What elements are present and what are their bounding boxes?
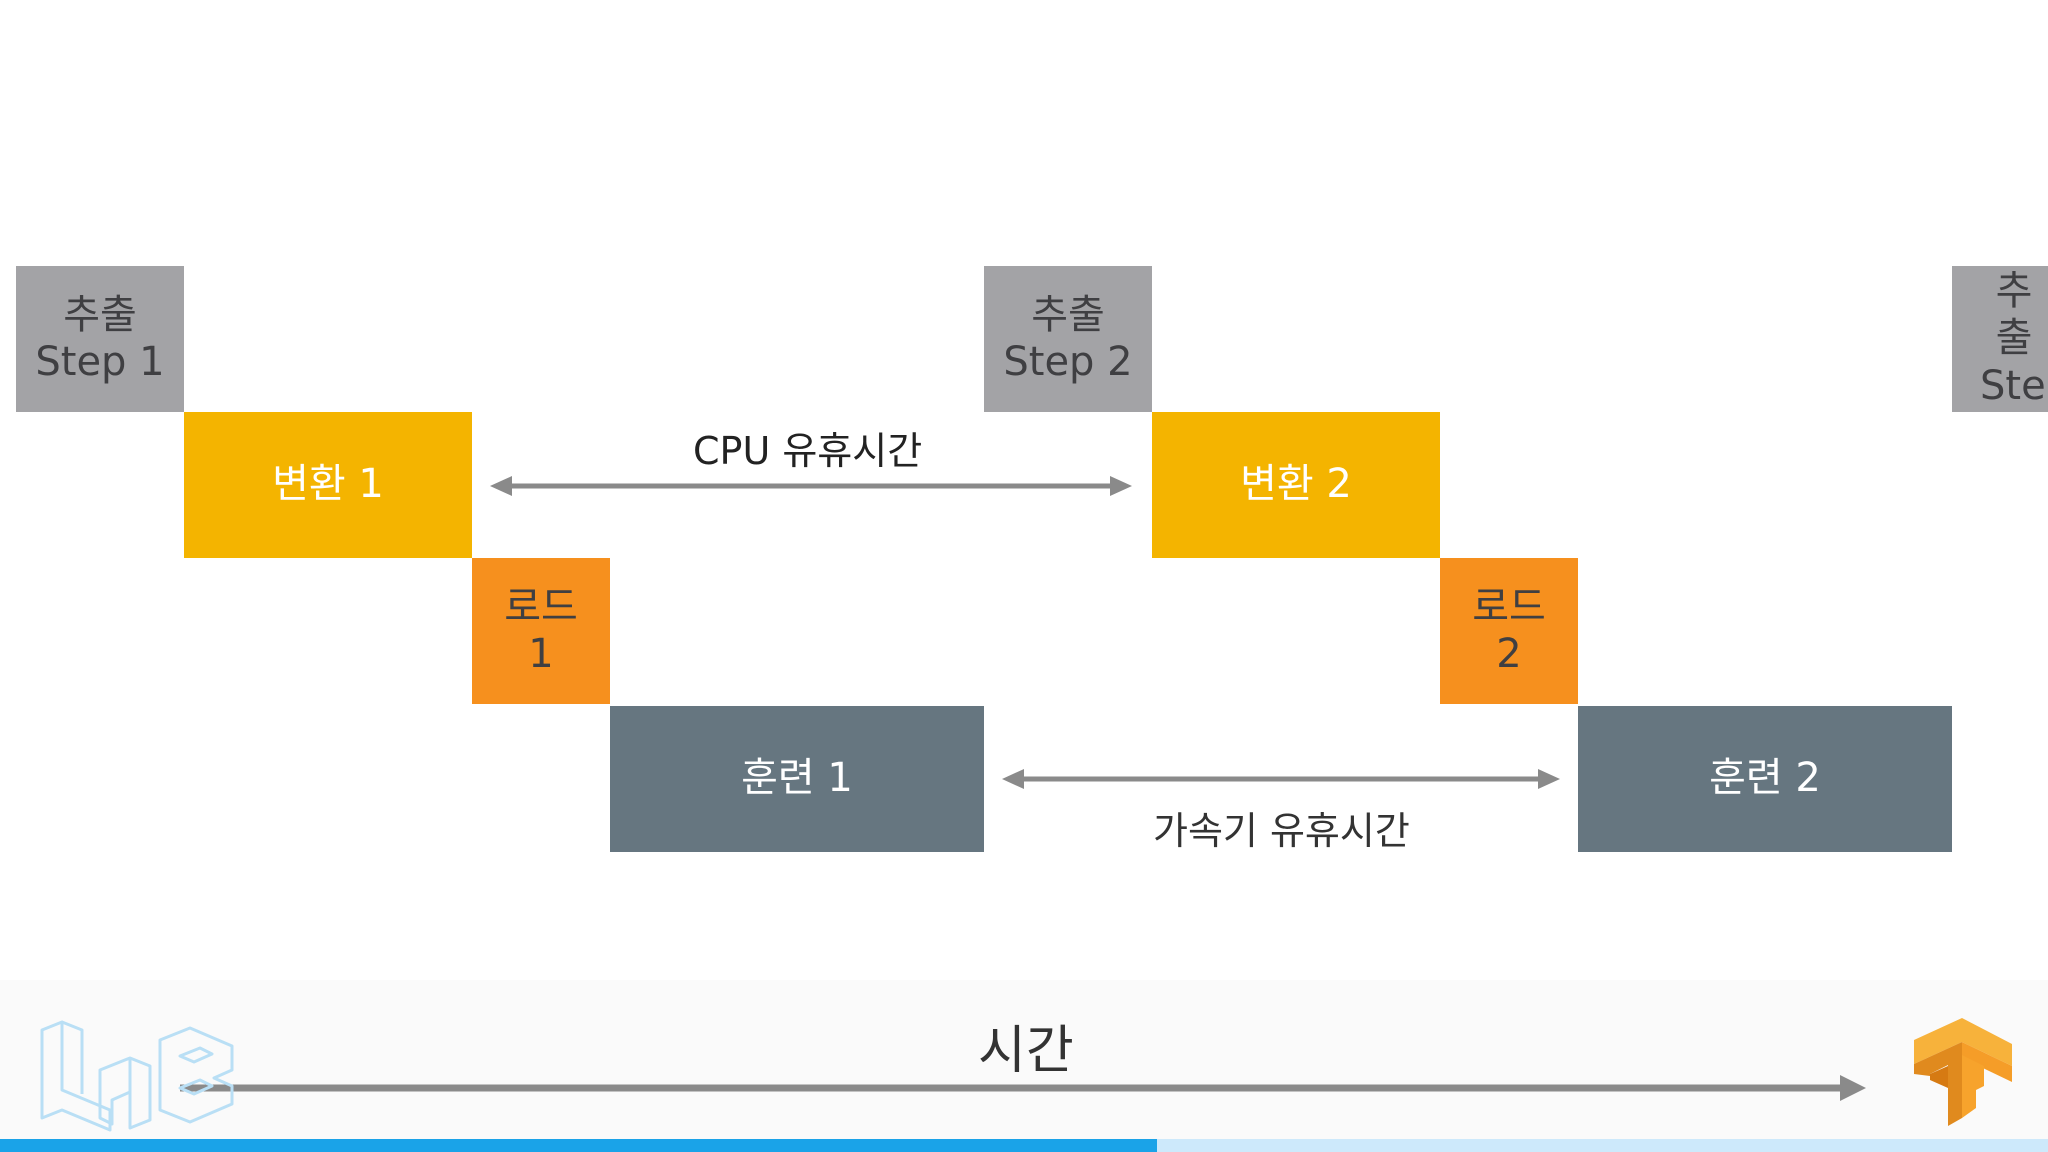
load-2-number: 2: [1496, 631, 1522, 677]
video-progress-bar[interactable]: [0, 1139, 2048, 1152]
extract-step-1-title: 추출: [63, 291, 137, 338]
extract-step-3-block: 추출 Step: [1952, 266, 2048, 412]
train-1-block: 훈련 1: [610, 706, 984, 852]
train-1-label: 훈련 1: [741, 755, 853, 802]
video-progress-fill: [0, 1139, 1158, 1152]
load-1-block: 로드 1: [472, 558, 610, 704]
load-2-title: 로드: [1472, 583, 1546, 630]
train-2-block: 훈련 2: [1578, 706, 1952, 852]
extract-step-2-block: 추출 Step 2: [984, 266, 1152, 412]
extract-step-3-title: 추출: [1995, 268, 2033, 362]
load-2-block: 로드 2: [1440, 558, 1578, 704]
cpu-idle-label: CPU 유휴시간: [693, 429, 923, 473]
accelerator-idle-label: 가속기 유휴시간: [1153, 809, 1410, 853]
load-1-number: 1: [528, 631, 554, 677]
extract-step-1-step: Step 1: [35, 339, 165, 385]
transform-2-label: 변환 2: [1240, 461, 1352, 508]
tensorflow-logo-icon: [1914, 1018, 2012, 1126]
extract-step-3-step: Step: [1980, 362, 2048, 409]
time-axis-arrow: [180, 1075, 1866, 1101]
train-2-label: 훈련 2: [1709, 755, 1821, 802]
transform-1-label: 변환 1: [272, 461, 384, 508]
extract-step-2-step: Step 2: [1003, 339, 1133, 385]
extract-step-2-title: 추출: [1031, 291, 1105, 338]
load-1-title: 로드: [504, 583, 578, 630]
extract-step-1-block: 추출 Step 1: [16, 266, 184, 412]
transform-2-block: 변환 2: [1152, 412, 1440, 558]
lab-logo-icon: [40, 1020, 234, 1132]
time-axis-label: 시간: [978, 1021, 1074, 1081]
accelerator-idle-arrow: [1002, 769, 1560, 789]
transform-1-block: 변환 1: [184, 412, 472, 558]
footer-background: [0, 980, 2048, 1140]
cpu-idle-arrow: [490, 476, 1132, 496]
